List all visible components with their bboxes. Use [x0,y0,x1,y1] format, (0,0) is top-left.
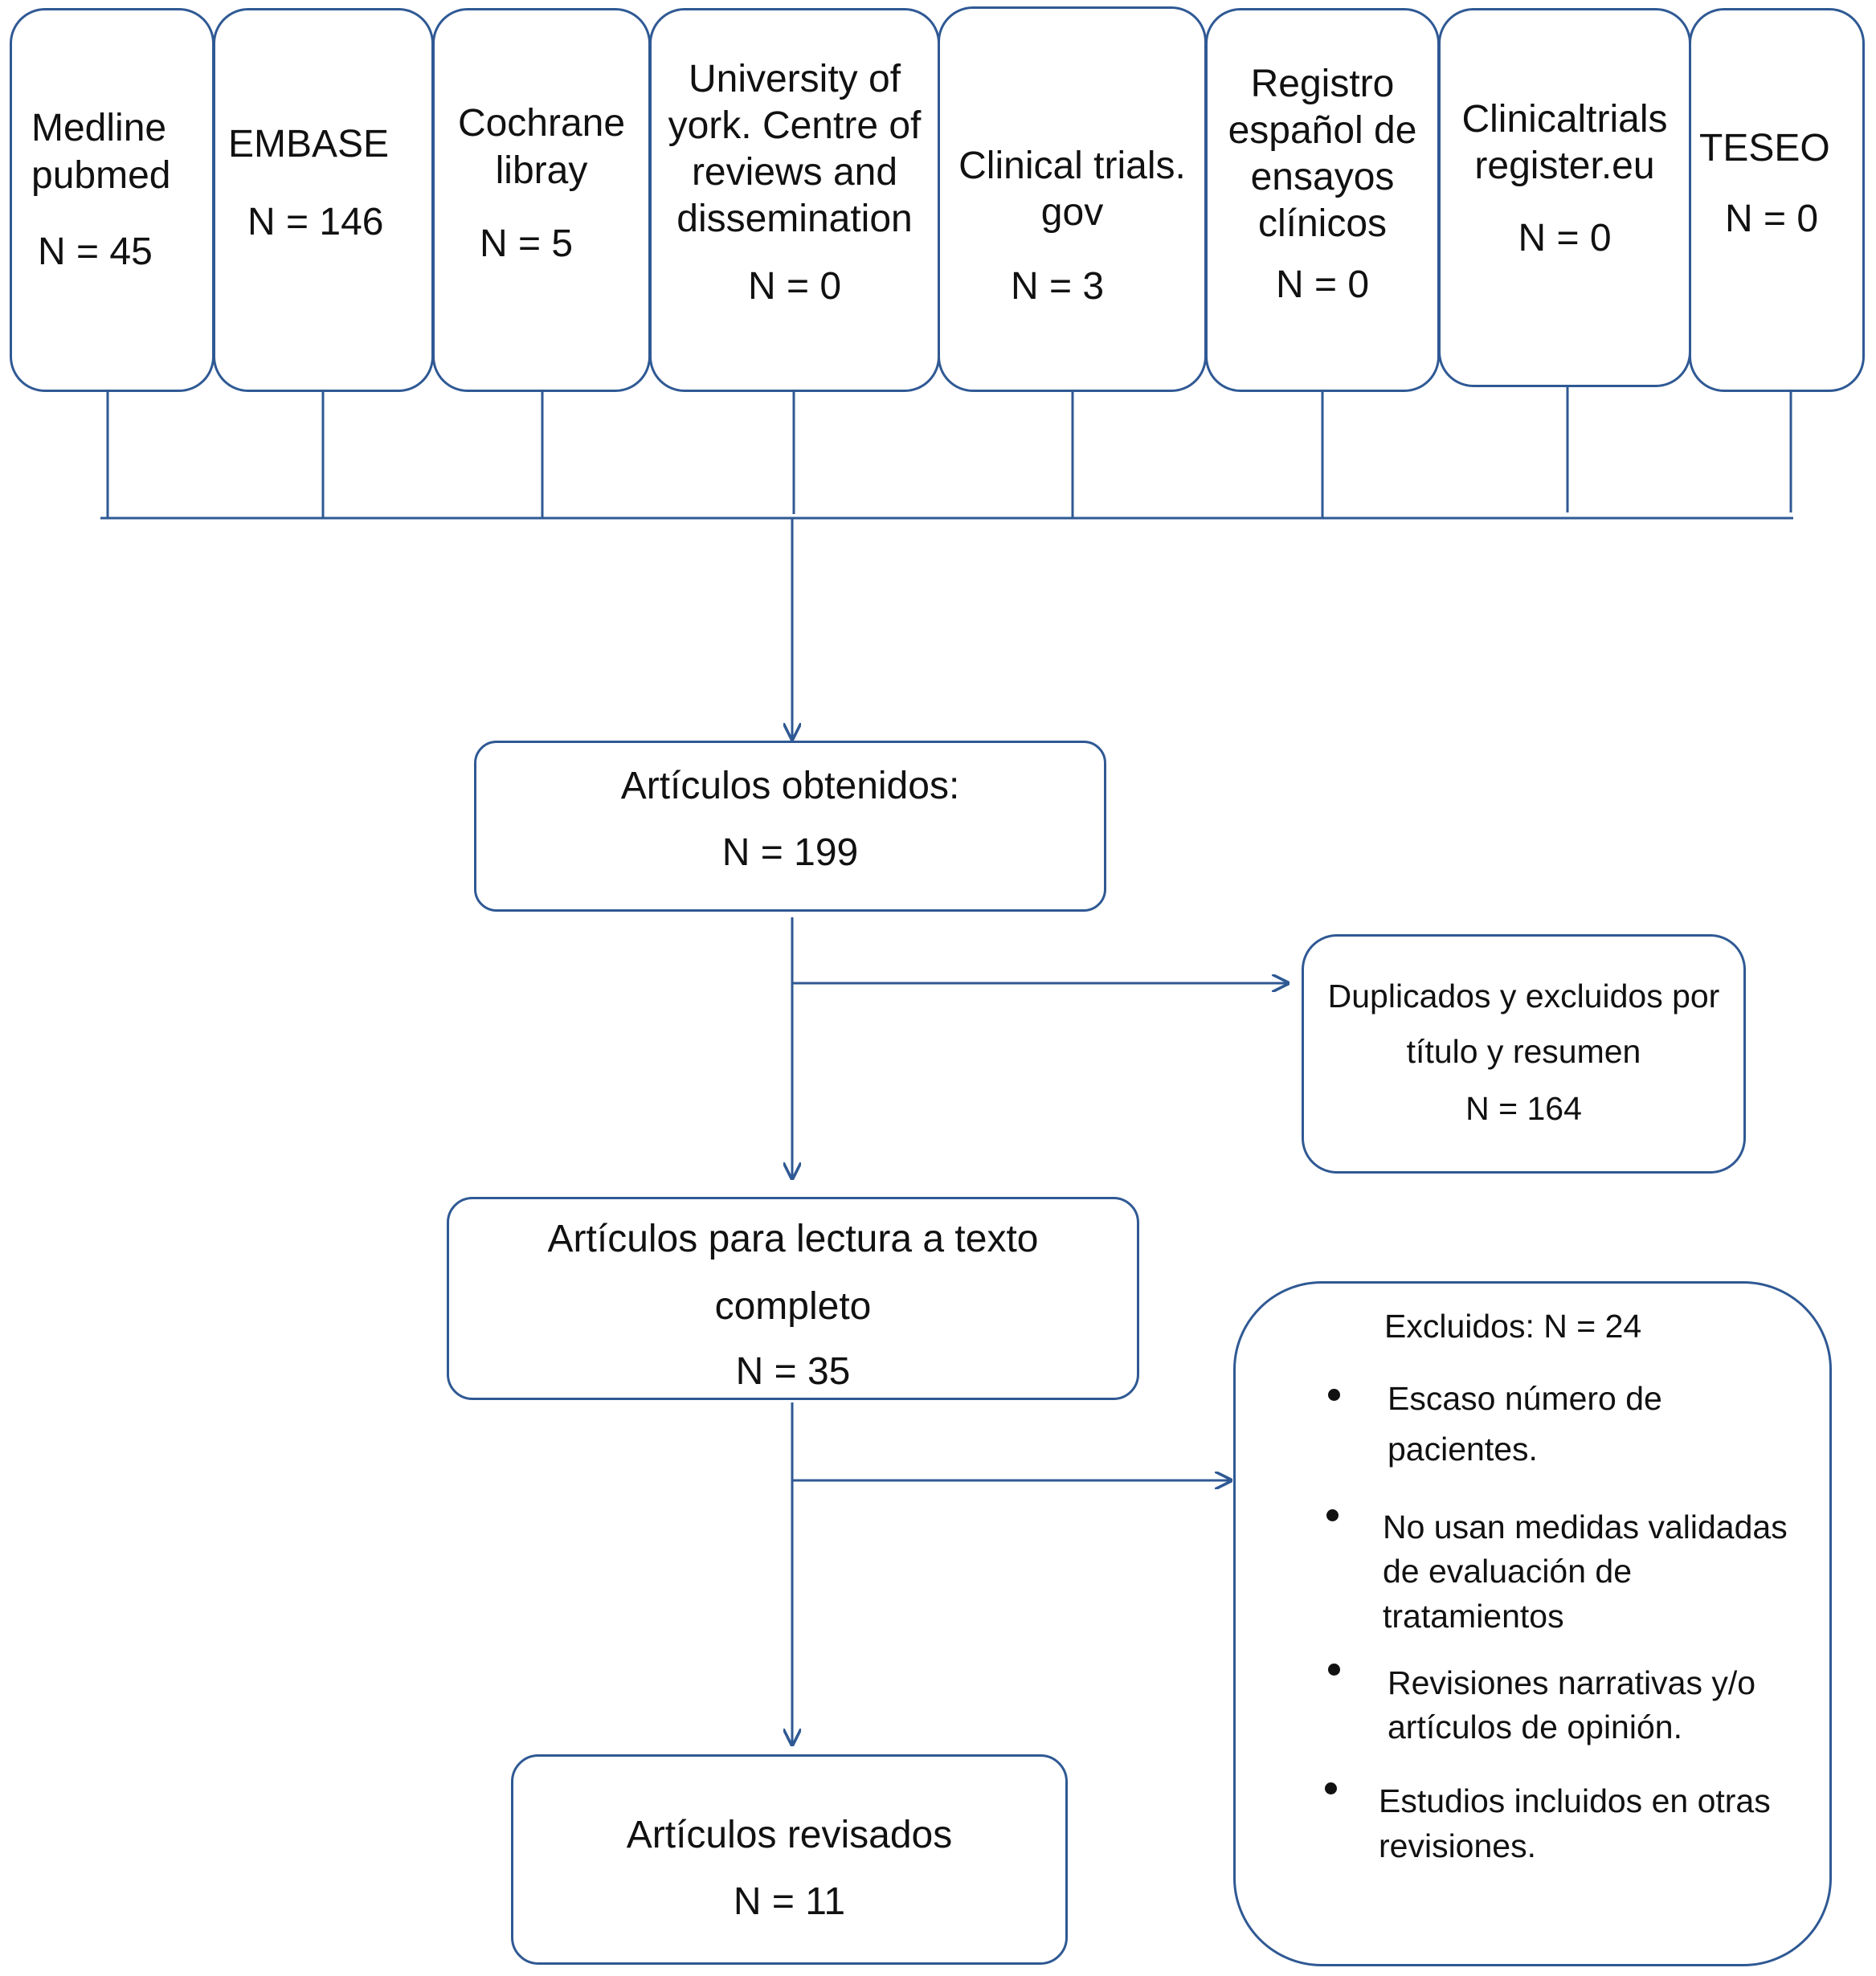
source-count: N = 0 [747,265,842,308]
excluded-reason: revisiones. [1379,1827,1536,1864]
fulltext-articles-box: Artículos para lectura a texto completo … [447,1197,1139,1400]
source-count: N = 146 [247,201,384,243]
obtained-label: Artículos obtenidos: [620,765,960,807]
excluded-reason: Revisiones narrativas y/o [1388,1664,1756,1701]
source-name: Clinicaltrials [1461,98,1668,141]
source-box-teseo: TESEO N = 0 [1689,8,1865,392]
source-name: libray [495,149,588,192]
source-name: reviews and [691,151,898,194]
source-name: york. Centre of [668,104,922,147]
source-count: N = 0 [1275,263,1370,306]
excluded-reason: No usan medidas validadas [1383,1509,1788,1545]
source-count: N = 5 [480,223,574,265]
duplicates-label: Duplicados y excluidos por [1327,978,1720,1015]
source-count: N = 0 [1518,217,1612,259]
duplicates-label: título y resumen [1406,1033,1641,1070]
obtained-articles-box: Artículos obtenidos: N = 199 [474,741,1106,912]
source-name: Clinical trials. [958,145,1186,187]
source-name: dissemination [676,198,913,240]
source-box-clinicaltrials-gov: Clinical trials. gov N = 3 [938,6,1207,392]
source-name: EMBASE [228,123,390,165]
source-name: TESEO [1699,127,1830,169]
source-name: University of [688,58,901,100]
source-box-york-crd: University of york. Centre of reviews an… [649,8,940,392]
reviewed-count: N = 11 [733,1880,846,1923]
source-box-embase: EMBASE N = 146 [213,8,434,392]
reviewed-articles-box: Artículos revisados N = 11 [511,1754,1068,1965]
bullet-icon [1325,1782,1337,1794]
excluded-title: Excluidos: N = 24 [1384,1308,1642,1345]
source-name: Medline [31,107,167,149]
excluded-reason: tratamientos [1383,1598,1564,1635]
reviewed-label: Artículos revisados [626,1814,953,1856]
source-count: N = 0 [1725,198,1819,240]
fulltext-label: completo [714,1285,872,1328]
excluded-reason: de evaluación de [1383,1553,1633,1590]
source-count: N = 3 [1011,265,1105,308]
source-name: Cochrane [457,102,626,145]
source-box-clinicaltrials-register-eu: Clinicaltrials register.eu N = 0 [1438,8,1691,387]
duplicates-count: N = 164 [1465,1090,1582,1127]
source-name: ensayos [1250,156,1395,198]
excluded-reasons-box: Excluidos: N = 24 Escaso número de pacie… [1233,1281,1832,1966]
source-name: español de [1228,109,1417,152]
fulltext-label: Artículos para lectura a texto [547,1218,1039,1260]
source-box-registro-espanol: Registro español de ensayos clínicos N =… [1205,8,1440,392]
excluded-reason: pacientes. [1388,1431,1538,1468]
excluded-reason: Escaso número de [1388,1380,1662,1417]
bullet-icon [1326,1509,1339,1521]
duplicates-excluded-box: Duplicados y excluidos por título y resu… [1302,934,1746,1174]
source-name: pubmed [31,154,171,197]
source-count: N = 45 [38,231,153,273]
source-name: clínicos [1257,202,1388,245]
excluded-reason: Estudios incluidos en otras [1379,1782,1771,1819]
source-name: Registro [1250,63,1395,105]
source-name: gov [1040,191,1104,234]
obtained-count: N = 199 [721,831,859,874]
bullet-icon [1328,1664,1340,1676]
source-box-cochrane: Cochrane libray N = 5 [432,8,651,392]
excluded-reason: artículos de opinión. [1388,1709,1682,1745]
source-name: register.eu [1474,145,1655,187]
source-box-medline: Medline pubmed N = 45 [10,8,215,392]
fulltext-count: N = 35 [735,1350,851,1393]
bullet-icon [1328,1389,1340,1401]
